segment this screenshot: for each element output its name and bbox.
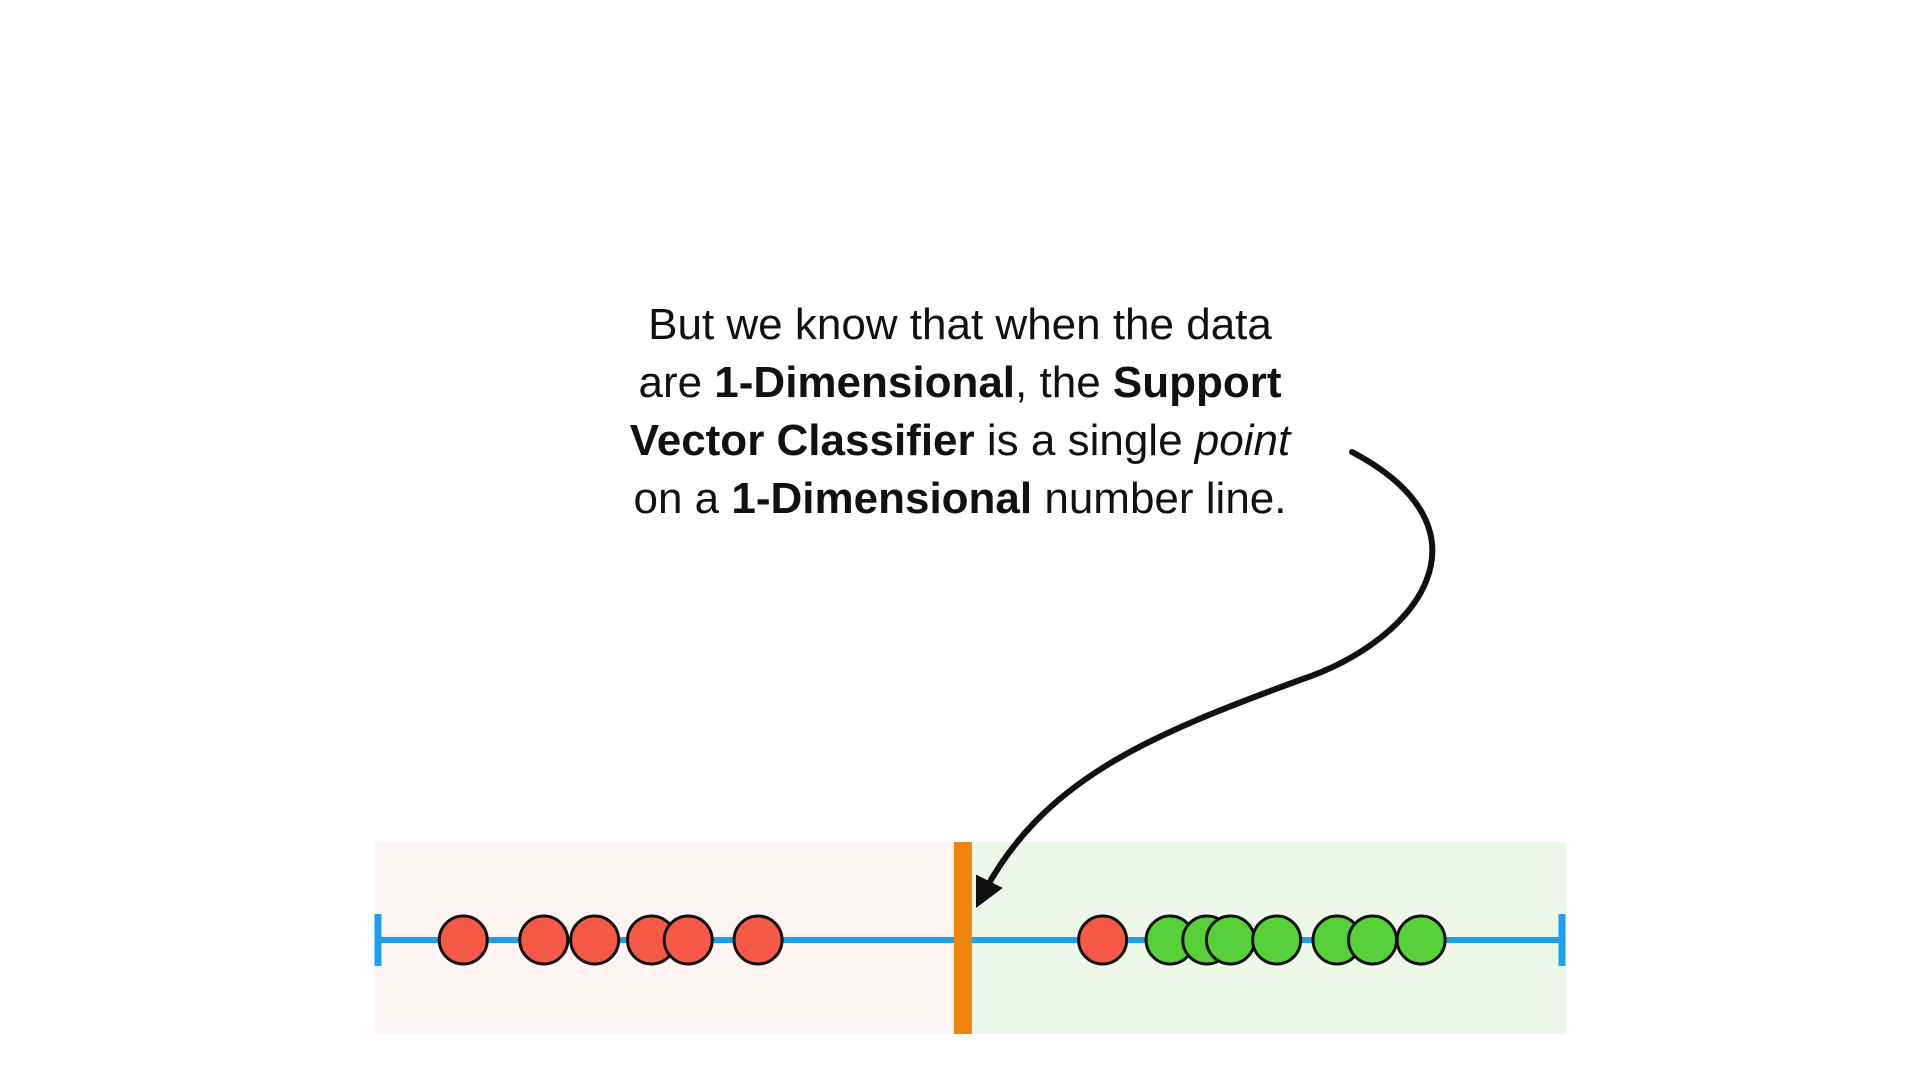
caption-text: But we know that when the data are 1-Dim… bbox=[560, 296, 1360, 528]
caption-line-3-mid: is a single bbox=[974, 416, 1195, 465]
green-point-4 bbox=[1251, 914, 1303, 966]
red-point-5 bbox=[662, 914, 714, 966]
green-point-3 bbox=[1204, 914, 1256, 966]
support-vector-classifier-point bbox=[953, 842, 972, 1034]
green-point-6 bbox=[1347, 914, 1399, 966]
pointer-arrow bbox=[975, 449, 1436, 909]
caption-line-2-pre: are bbox=[638, 358, 715, 407]
red-point-6 bbox=[732, 914, 784, 966]
caption-term-support: Support bbox=[1112, 358, 1282, 407]
red-point-7 bbox=[1077, 914, 1129, 966]
caption-line-4-pre: on a bbox=[633, 474, 732, 523]
caption-line-2-mid: , the bbox=[1015, 358, 1113, 407]
caption-line-4-post: number line. bbox=[1032, 474, 1287, 523]
red-point-3 bbox=[569, 914, 621, 966]
caption-term-1-dimensional: 1-Dimensional bbox=[714, 358, 1016, 407]
classifier-layer bbox=[953, 842, 972, 1034]
red-point-2 bbox=[518, 914, 570, 966]
caption-term-point: point bbox=[1194, 416, 1291, 465]
green-point-7 bbox=[1395, 914, 1447, 966]
red-point-1 bbox=[437, 914, 489, 966]
caption-line-1: But we know that when the data bbox=[648, 300, 1272, 349]
caption-term-1-dimensional-2: 1-Dimensional bbox=[731, 474, 1033, 523]
caption-term-vector-classifier: Vector Classifier bbox=[629, 416, 975, 465]
points-layer bbox=[437, 914, 1447, 966]
